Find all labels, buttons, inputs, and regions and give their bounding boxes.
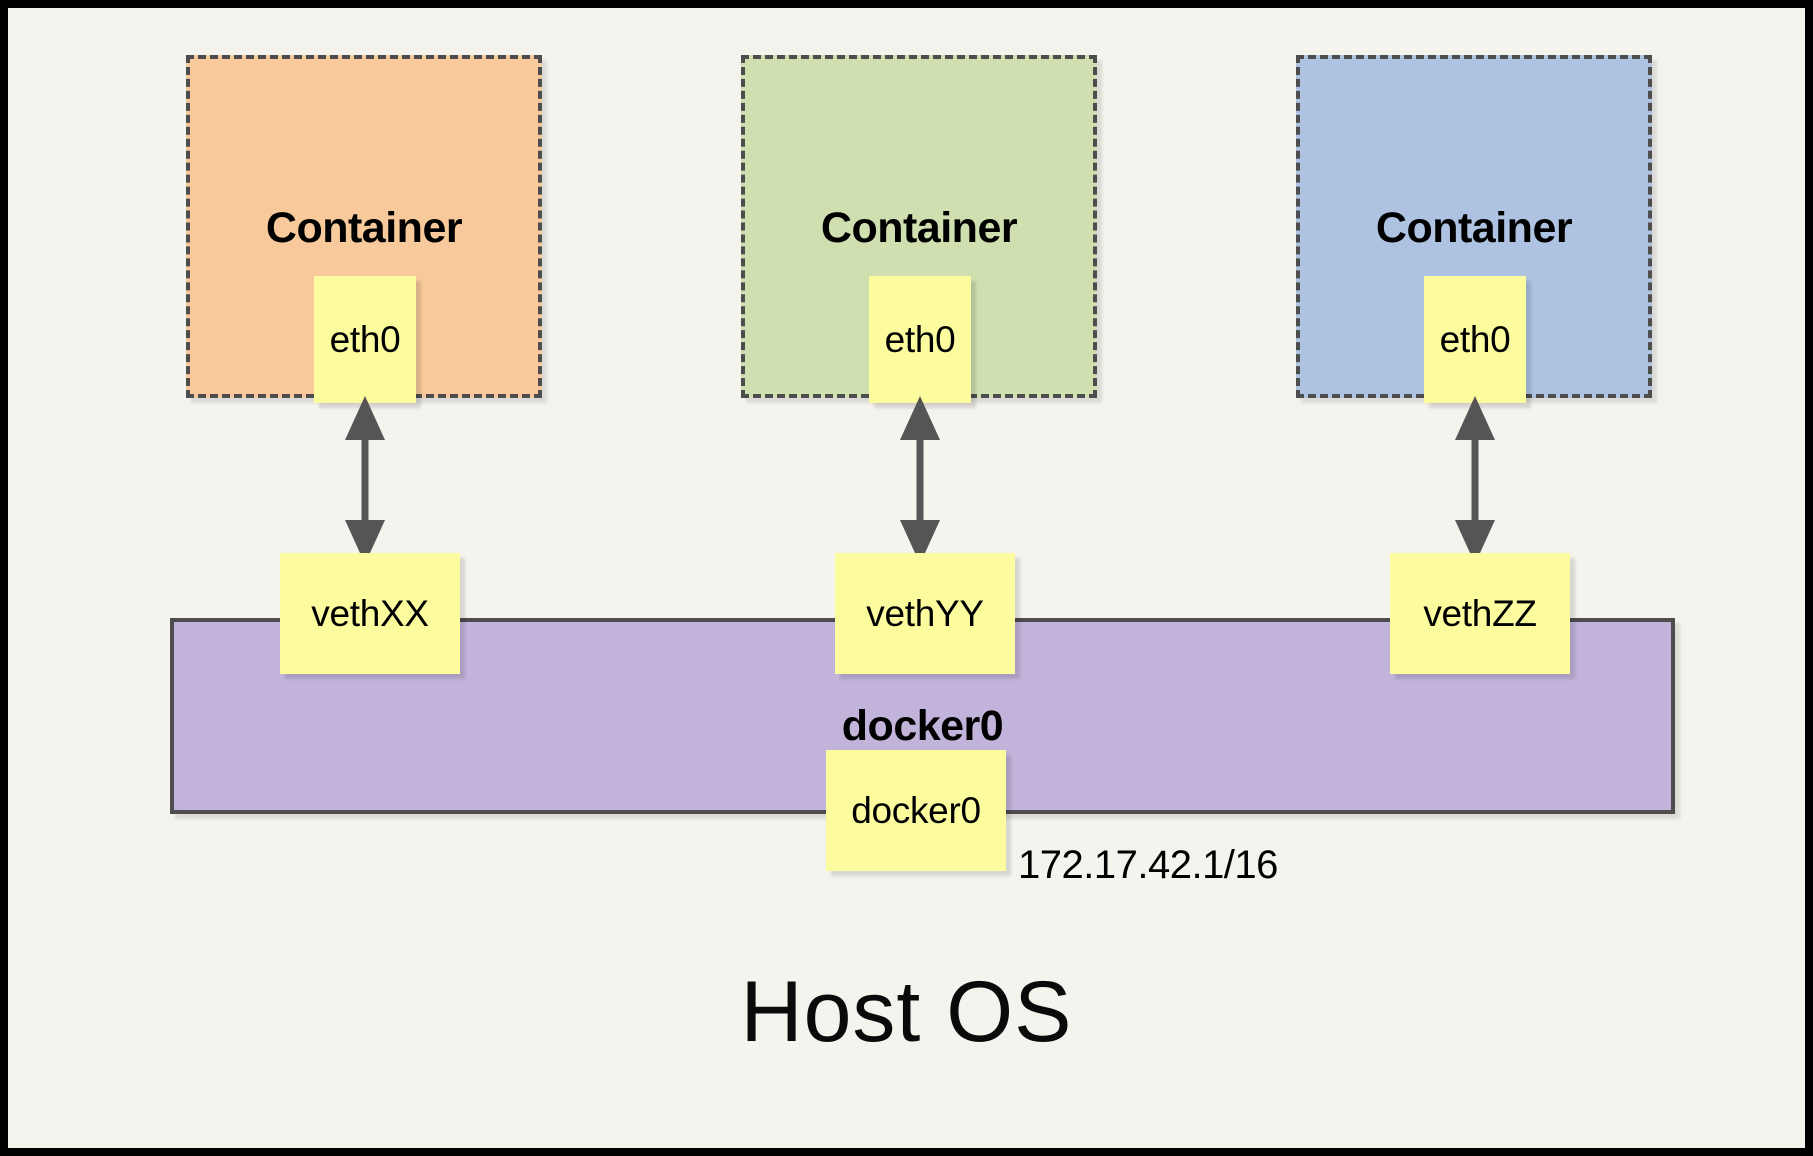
veth-label-3: vethZZ: [1423, 592, 1537, 634]
container-eth0-box-3[interactable]: eth0: [1424, 276, 1526, 403]
container-title-3: Container: [1375, 204, 1573, 252]
container-eth0-box-1[interactable]: eth0: [314, 276, 416, 403]
veth-label-1: vethXX: [311, 592, 429, 634]
host-os-label: Host OS: [740, 964, 1073, 1060]
container-eth0-label-1: eth0: [329, 318, 401, 360]
docker0-bridge-label: docker0: [841, 702, 1004, 750]
container-title-1: Container: [265, 204, 463, 252]
container-eth0-label-3: eth0: [1439, 318, 1511, 360]
docker0-ip-label: 172.17.42.1/16: [1018, 843, 1278, 887]
veth-box-2[interactable]: vethYY: [835, 553, 1015, 674]
docker0-interface-box[interactable]: docker0: [826, 750, 1006, 871]
docker0-interface-label: docker0: [851, 789, 981, 831]
veth-box-3[interactable]: vethZZ: [1390, 553, 1570, 674]
link-arrow-2: [900, 396, 940, 564]
veth-box-1[interactable]: vethXX: [280, 553, 460, 674]
link-arrow-3: [1455, 396, 1495, 564]
link-arrow-1: [345, 396, 385, 564]
container-title-2: Container: [820, 204, 1018, 252]
container-eth0-label-2: eth0: [884, 318, 956, 360]
diagram-stage: Container eth0 Container eth0 Container …: [8, 8, 1805, 1148]
container-eth0-box-2[interactable]: eth0: [869, 276, 971, 403]
veth-label-2: vethYY: [866, 592, 984, 634]
